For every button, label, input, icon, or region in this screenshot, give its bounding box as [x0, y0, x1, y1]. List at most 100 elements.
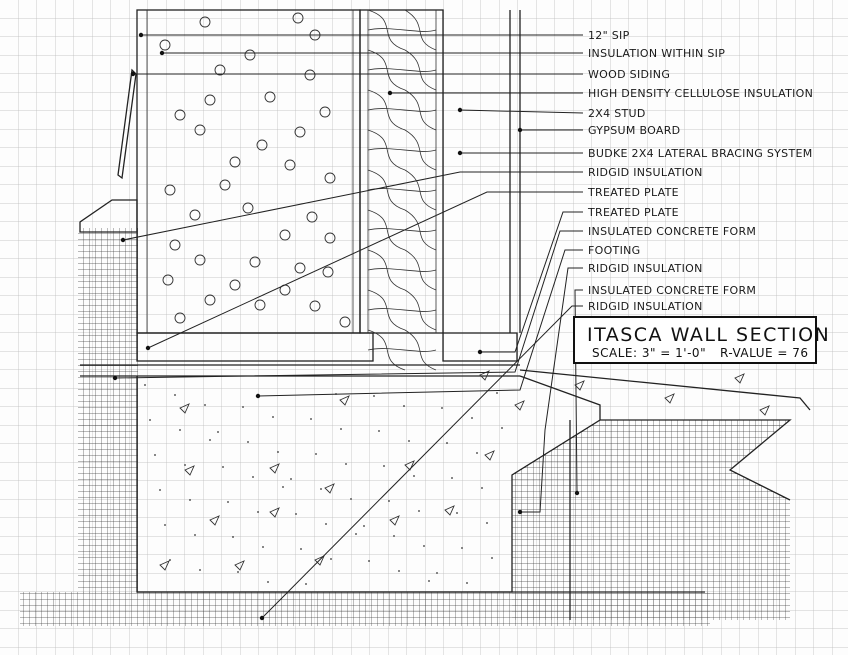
- aggregate-speck: [436, 572, 438, 574]
- aggregate-speck: [199, 569, 201, 571]
- insulation-bubble: [244, 49, 256, 61]
- aggregate-speck: [501, 427, 503, 429]
- callout-label: BUDKE 2X4 LATERAL BRACING SYSTEM: [588, 147, 813, 160]
- aggregate-speck: [217, 431, 219, 433]
- callout-label: RIDGID INSULATION: [588, 300, 703, 313]
- insulation-bubble: [292, 12, 304, 24]
- aggregate-speck: [262, 546, 264, 548]
- insulation-bubble: [324, 232, 336, 244]
- aggregate-triangle: [339, 395, 350, 406]
- leader-dot: [120, 237, 126, 243]
- insulation-bubble: [229, 156, 241, 168]
- leader-dot: [457, 107, 463, 113]
- aggregate-triangle: [484, 450, 495, 461]
- leader-line: [520, 267, 583, 513]
- insulation-bubble: [294, 126, 306, 138]
- insulation-bubble: [194, 124, 206, 136]
- aggregate-speck: [423, 545, 425, 547]
- aggregate-speck: [383, 465, 385, 467]
- aggregate-speck: [310, 418, 312, 420]
- drawing-scale: SCALE: 3" = 1'-0": [592, 346, 706, 360]
- aggregate-speck: [272, 416, 274, 418]
- aggregate-speck: [144, 384, 146, 386]
- slab-break-line: [600, 419, 792, 501]
- drawing-title: ITASCA WALL SECTION: [587, 324, 830, 346]
- leader-dot: [387, 90, 393, 96]
- aggregate-triangle: [574, 380, 585, 391]
- callout-label: TREATED PLATE: [587, 186, 679, 199]
- aggregate-speck: [418, 510, 420, 512]
- aggregate-speck: [282, 486, 284, 488]
- aggregate-triangle: [479, 370, 490, 381]
- aggregate-speck: [232, 536, 234, 538]
- aggregate-speck: [209, 439, 211, 441]
- callout-label: TREATED PLATE: [587, 206, 679, 219]
- insulation-bubble: [199, 16, 211, 28]
- insulation-bubble: [322, 266, 334, 278]
- aggregate-speck: [179, 429, 181, 431]
- aggregate-speck: [481, 487, 483, 489]
- leader-dot: [112, 375, 118, 381]
- aggregate-speck: [471, 417, 473, 419]
- exterior-soil-hatch: [78, 228, 138, 593]
- aggregate-triangle: [734, 373, 745, 384]
- aggregate-speck: [446, 442, 448, 444]
- aggregate-triangle: [664, 393, 675, 404]
- callout-label: HIGH DENSITY CELLULOSE INSULATION: [588, 87, 813, 100]
- aggregate-triangle: [159, 560, 170, 571]
- aggregate-speck: [305, 583, 307, 585]
- aggregate-speck: [403, 405, 405, 407]
- leader-dot: [477, 349, 483, 355]
- callout-label: INSULATED CONCRETE FORM: [588, 284, 756, 297]
- aggregate-speck: [378, 430, 380, 432]
- insulation-bubble: [324, 172, 336, 184]
- aggregate-triangle: [179, 403, 190, 414]
- insulation-bubble: [264, 91, 276, 103]
- insulation-bubble: [189, 209, 201, 221]
- leader-dot: [574, 490, 580, 496]
- insulation-bubble: [164, 184, 176, 196]
- aggregate-speck: [491, 557, 493, 559]
- leader-dot: [138, 32, 144, 38]
- callout-label: 2X4 STUD: [588, 107, 646, 120]
- floor-slab-edge: [519, 369, 811, 411]
- aggregate-speck: [325, 523, 327, 525]
- leader-dot: [259, 615, 265, 621]
- aggregate-speck: [476, 452, 478, 454]
- callout-label: INSULATION WITHIN SIP: [588, 47, 725, 60]
- insulation-bubble: [242, 202, 254, 214]
- leader-dot: [159, 50, 165, 56]
- aggregate-speck: [189, 499, 191, 501]
- aggregate-speck: [408, 440, 410, 442]
- aggregate-speck: [355, 533, 357, 535]
- aggregate-speck: [267, 581, 269, 583]
- insulation-bubble: [162, 274, 174, 286]
- insulation-bubble: [204, 94, 216, 106]
- insulation-bubble: [214, 64, 226, 76]
- aggregate-speck: [340, 428, 342, 430]
- aggregate-speck: [398, 570, 400, 572]
- aggregate-speck: [300, 548, 302, 550]
- insulation-bubble: [254, 299, 266, 311]
- insulation-bubble: [159, 39, 171, 51]
- leader-dot: [517, 509, 523, 515]
- aggregate-speck: [159, 489, 161, 491]
- aggregate-triangle: [389, 515, 400, 526]
- aggregate-speck: [496, 392, 498, 394]
- aggregate-speck: [466, 582, 468, 584]
- leader-dot: [457, 150, 463, 156]
- aggregate-speck: [154, 454, 156, 456]
- insulation-bubble: [284, 159, 296, 171]
- leader-line: [114, 230, 583, 379]
- insulation-bubble: [306, 211, 318, 223]
- aggregate-speck: [257, 511, 259, 513]
- callout-label: FOOTING: [588, 244, 640, 257]
- insulation-bubble: [194, 254, 206, 266]
- aggregate-speck: [441, 407, 443, 409]
- aggregate-speck: [169, 559, 171, 561]
- aggregate-triangle: [404, 460, 415, 471]
- aggregate-speck: [330, 558, 332, 560]
